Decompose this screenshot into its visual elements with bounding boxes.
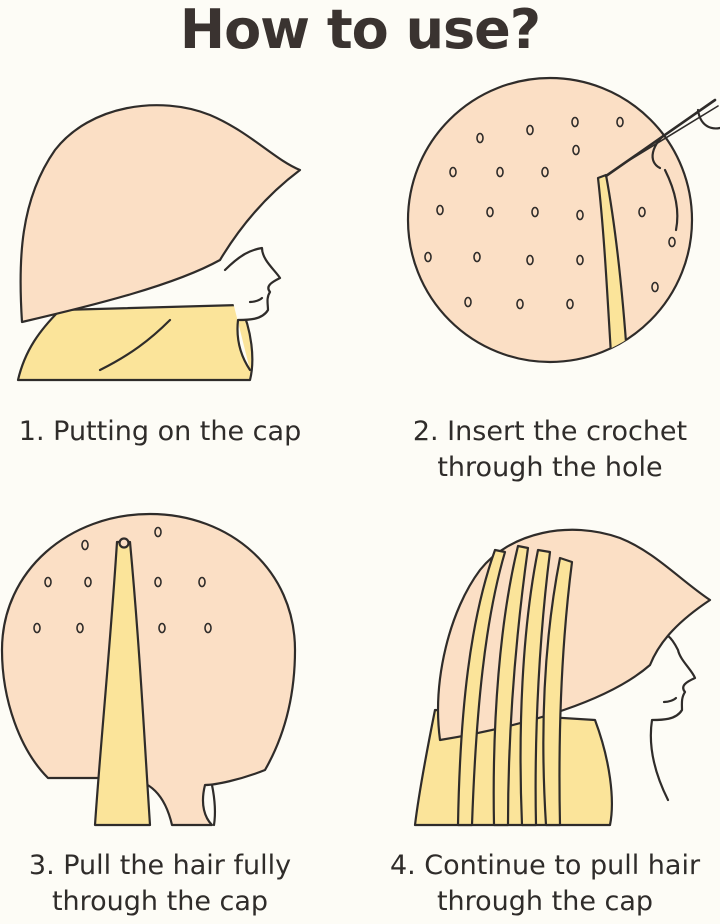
step-4-caption-line-2: through the cap: [436, 886, 654, 917]
step-2-illustration: [380, 70, 720, 390]
page-title: How to use?: [179, 0, 541, 61]
step-4-caption: 4. Continue to pull hair through the cap: [370, 848, 720, 920]
step-4-caption-line-1: 4. Continue to pull hair: [389, 850, 701, 881]
step-3-caption-line-2: through the cap: [51, 886, 269, 917]
step-2-caption-line-1: 2. Insert the crochet: [412, 416, 688, 447]
head-with-hair-icon: [413, 528, 712, 827]
step-3-illustration: [0, 500, 310, 830]
step-1-illustration: [0, 70, 340, 390]
step-1-caption-line: 1. Putting on the cap: [18, 416, 302, 447]
step-4-illustration: [410, 510, 720, 830]
step-3-caption-line-1: 3. Pull the hair fully: [28, 850, 292, 881]
step-2-caption-line-2: through the hole: [437, 452, 663, 483]
step-2-caption: 2. Insert the crochet through the hole: [380, 414, 720, 486]
head-with-cap-icon: [16, 104, 302, 382]
step-3-caption: 3. Pull the hair fully through the cap: [10, 848, 310, 920]
hair-strand-icon: [0, 512, 297, 827]
step-1-caption: 1. Putting on the cap: [0, 414, 320, 450]
crochet-hook-icon: [406, 76, 720, 364]
